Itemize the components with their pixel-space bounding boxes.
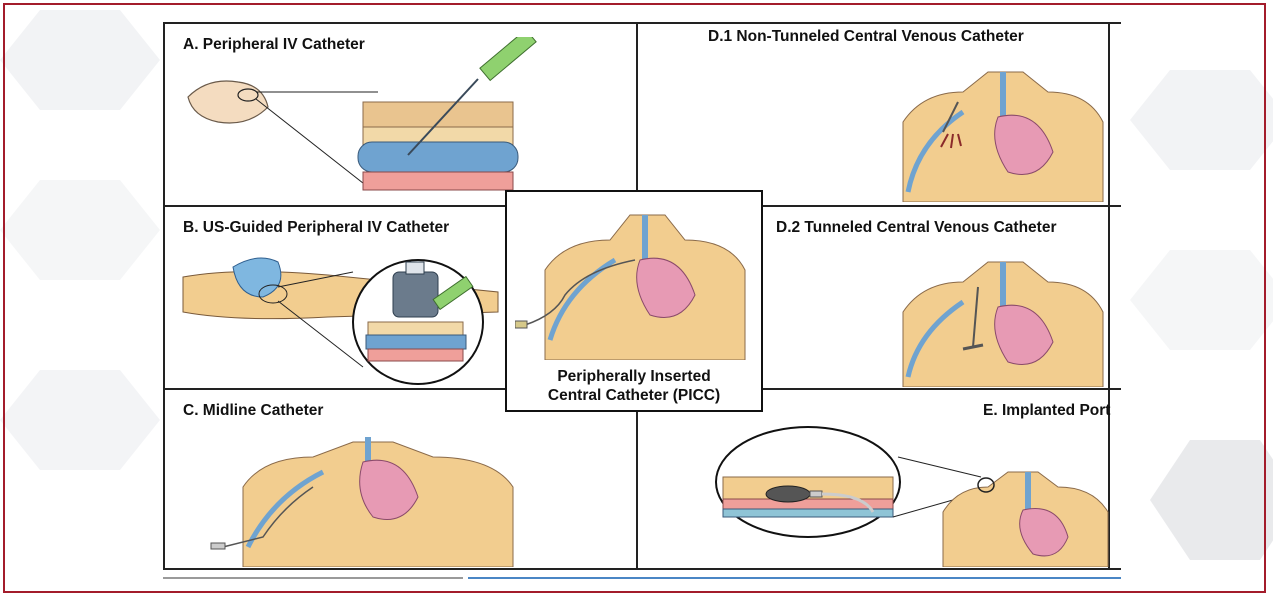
panel-e-title: E. Implanted Port (983, 402, 1110, 420)
figure-border-top (163, 22, 1121, 24)
picc-caption: Peripherally Inserted Central Catheter (… (507, 367, 761, 405)
implanted-port-illustration (713, 422, 1113, 567)
peripheral-iv-illustration (178, 37, 638, 207)
figure-border-left (163, 22, 165, 570)
figure-border-bottom (163, 568, 1121, 570)
non-tunneled-cvc-illustration (883, 42, 1113, 202)
picc-illustration (515, 200, 755, 360)
midline-catheter-illustration (203, 417, 603, 567)
tunneled-cvc-illustration (883, 237, 1113, 387)
bottom-rule (163, 577, 1121, 579)
panel-d2-title: D.2 Tunneled Central Venous Catheter (776, 219, 1057, 237)
panel-b-title: B. US-Guided Peripheral IV Catheter (183, 219, 449, 237)
picc-caption-line1: Peripherally Inserted (507, 367, 761, 386)
picc-caption-line2: Central Catheter (PICC) (507, 386, 761, 405)
picc-panel: Peripherally Inserted Central Catheter (… (505, 190, 763, 412)
catheter-figure: A. Peripheral IV Catheter B. US-Guided P… (163, 22, 1121, 570)
